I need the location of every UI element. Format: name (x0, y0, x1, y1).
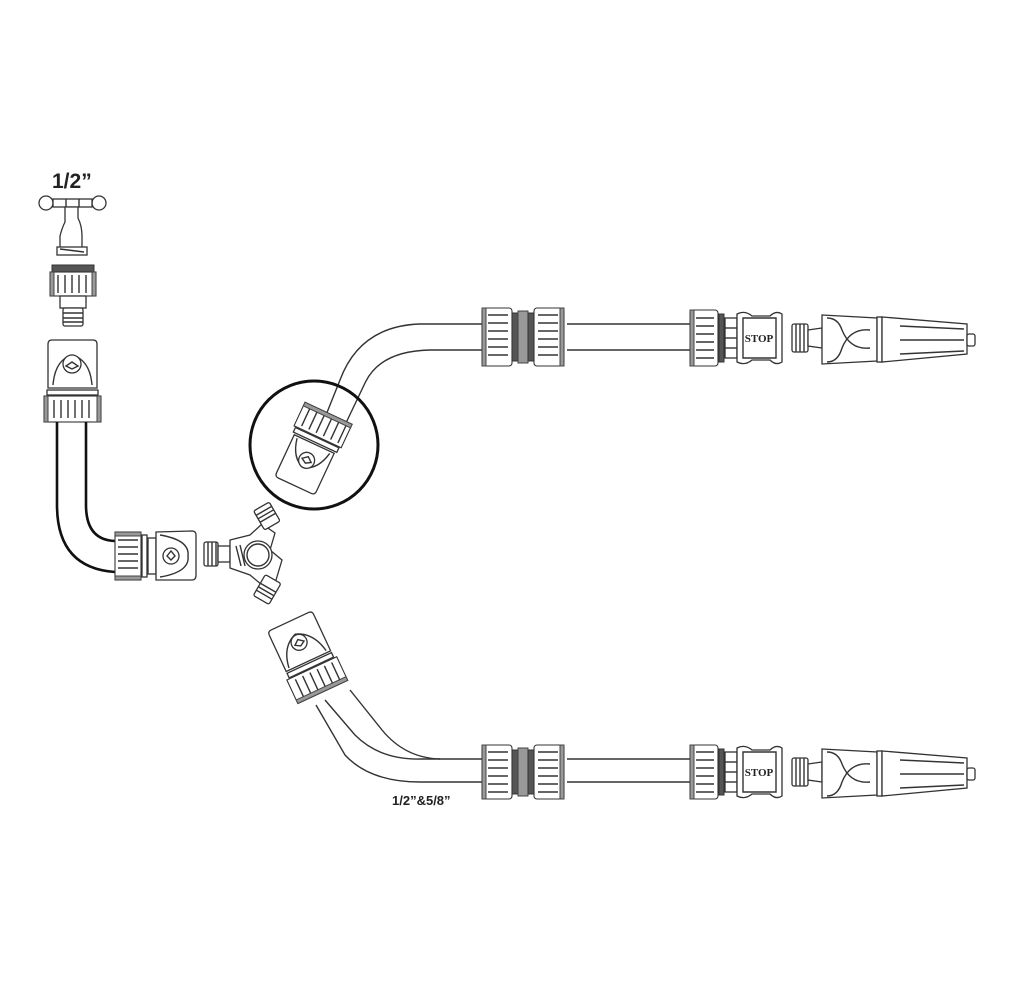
highlight-circle (248, 379, 380, 511)
repair-coupler-upper-icon (481, 307, 565, 367)
hose-size-label: 1/2”&5/8” (392, 793, 451, 808)
stop-connector-lower-icon (689, 744, 783, 800)
repair-coupler-lower-icon (481, 744, 565, 800)
tap-connector-icon (49, 264, 97, 327)
spray-nozzle-lower-icon (791, 748, 976, 799)
quick-connector-icon (268, 611, 349, 705)
lower-branch-hose (315, 689, 690, 783)
tap-icon (38, 195, 107, 256)
stop-connector-upper-icon (689, 309, 783, 367)
upper-branch-hose (319, 323, 690, 431)
tap-size-label: 1/2” (52, 170, 92, 193)
spray-nozzle-upper-icon (791, 314, 976, 365)
quick-connector-highlighted-icon (275, 401, 353, 495)
supply-hose (55, 422, 116, 574)
stop-label-upper: STOP (745, 333, 774, 345)
quick-connector-icon (114, 530, 197, 581)
stop-label-lower: STOP (745, 767, 774, 779)
quick-connector-icon (43, 339, 102, 423)
y-splitter-icon (203, 502, 283, 605)
